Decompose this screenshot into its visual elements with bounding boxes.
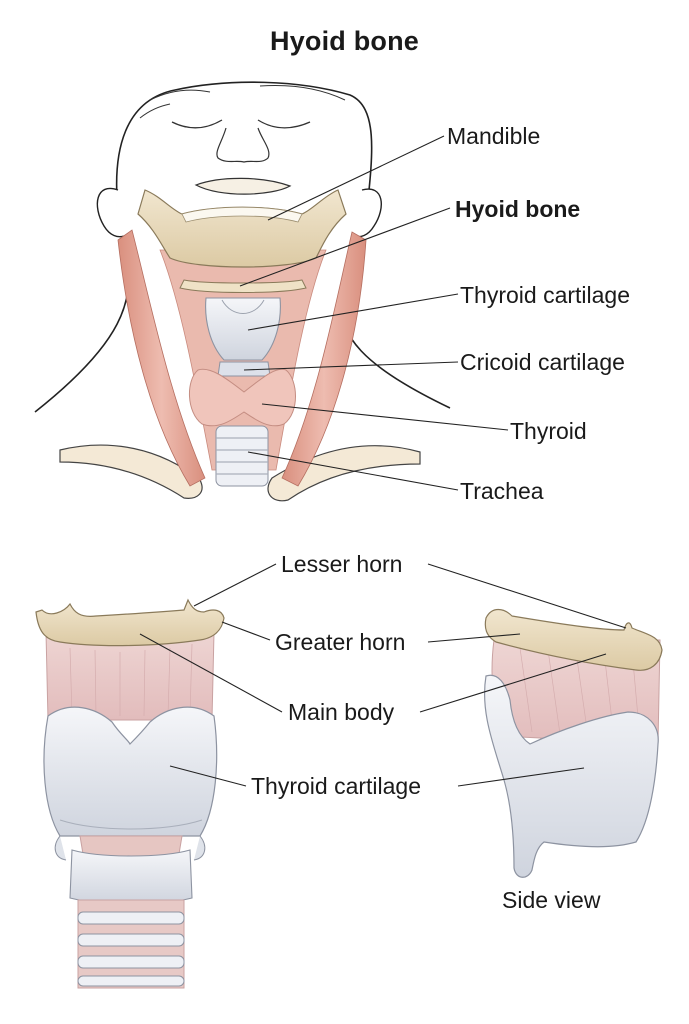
label-hyoid-bone: Hyoid bone [455,196,581,222]
head-outline [115,81,373,221]
label-cricoid-cartilage: Cricoid cartilage [460,349,625,375]
left-eye [171,119,223,129]
side-view-illustration [483,608,663,878]
thyroid-cartilage-side [483,674,659,878]
neck-outline-left [34,259,130,413]
mandible-bone [137,189,347,268]
label-lesser-horn: Lesser horn [281,551,403,577]
right-sternocleidomastoid [281,231,367,487]
hyoid-front-bone [35,598,225,647]
hyoid-bone-shape [179,279,307,293]
label-side-view: Side view [502,887,601,913]
right-eye [257,119,311,129]
label-trachea: Trachea [460,478,544,504]
thyroid-cartilage-front [43,706,218,837]
label-thyroid: Thyroid [510,418,587,444]
left-sternocleidomastoid [117,229,206,487]
mouth [194,177,292,195]
label-mandible: Mandible [447,123,541,149]
thyroid-cartilage-shape [205,297,281,361]
thyroid-gland-shape [188,368,296,427]
cricoid-front [69,849,193,905]
trachea-front [77,899,185,989]
front-view-illustration [35,598,225,989]
label-greater-horn: Greater horn [275,629,406,655]
hyoid-side-bone [484,608,663,671]
label-thyroid-cartilage: Thyroid cartilage [460,282,631,308]
left-ear [96,187,125,238]
right-ear [353,188,382,238]
label-main-body: Main body [288,699,395,725]
label-thyroid-cartilage-detail: Thyroid cartilage [251,773,422,799]
trachea-shape [215,425,269,487]
nose [216,127,270,163]
neck-leader-lines [239,135,509,491]
right-clavicle [267,445,421,502]
left-clavicle [59,444,203,499]
page-title: Hyoid bone [270,26,419,56]
neck-illustration [34,81,509,502]
detail-leader-lines [139,563,627,787]
